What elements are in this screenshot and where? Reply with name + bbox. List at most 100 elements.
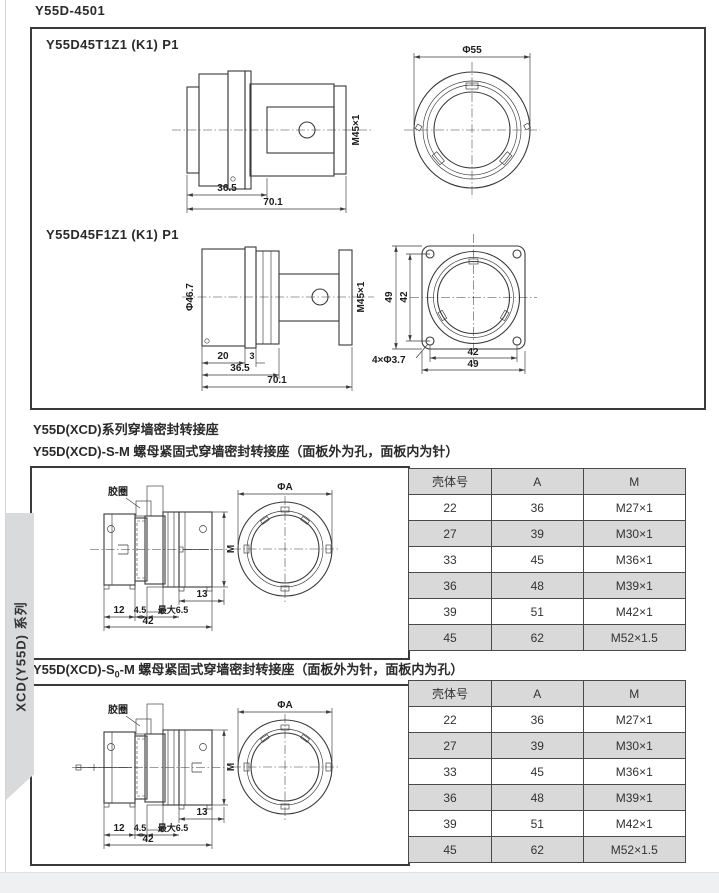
table-cell: M30×1	[582, 520, 686, 547]
table-cell: 62	[491, 836, 584, 863]
page-edge-divider	[5, 0, 6, 872]
dim-dia-a: ΦA	[277, 700, 292, 711]
table-cell: M27×1	[582, 706, 686, 733]
dim-dia-46-7: Φ46.7	[185, 283, 196, 311]
dim-dia-a: ΦA	[277, 482, 292, 493]
s0-m-title-prefix: Y55D(XCD)-S	[33, 662, 115, 677]
table-cell: 45	[491, 758, 584, 785]
column-header: 壳体号	[407, 468, 493, 495]
dim-thread-f1z1: M45×1	[356, 281, 367, 312]
s0-m-section-title: Y55D(XCD)-S0-M 螺母紧固式穿墙密封转接座（面板外为针，面板内为孔）	[33, 659, 463, 680]
table-cell: 62	[491, 624, 584, 651]
dim-3: 3	[249, 351, 254, 361]
s-m-section-title: Y55D(XCD)-S-M 螺母紧固式穿墙密封转接座（面板外为孔，面板内为针）	[33, 444, 459, 459]
dim-thread-m: M	[226, 763, 237, 771]
table-cell: 51	[491, 598, 584, 625]
table-cell: 36	[407, 784, 493, 811]
column-header: 壳体号	[407, 680, 493, 707]
s0-m-side-section: 胶圈	[72, 703, 237, 849]
column-header: A	[491, 468, 584, 495]
model-label-t1z1: Y55D45T1Z1 (K1) P1	[46, 37, 179, 52]
table-cell: M30×1	[582, 732, 686, 759]
dim-thread-t1z1: M45×1	[351, 114, 362, 145]
s0-m-front-view: ΦA	[232, 700, 338, 820]
dim-flange-42-h: 42	[467, 347, 479, 358]
table-cell: 45	[407, 624, 493, 651]
s-m-adapter-drawing: 胶圈	[90, 482, 338, 631]
table-cell: 36	[491, 494, 584, 521]
series-note: Y55D(XCD)系列穿墙密封转接座	[33, 422, 219, 437]
s-m-side-section: 胶圈	[90, 485, 237, 631]
s-m-adapter-panel: 胶圈	[30, 466, 410, 660]
table-cell: 27	[407, 520, 493, 547]
sidebar-series-tab-label: XCD(Y55D) 系列	[13, 601, 29, 712]
table-cell: 33	[407, 758, 493, 785]
dim-4-5: 4.5	[134, 823, 147, 833]
dim-flange-49-h: 49	[467, 359, 479, 370]
dim-thread-m: M	[226, 545, 237, 553]
table-cell: M36×1	[582, 758, 686, 785]
model-label-f1z1: Y55D45F1Z1 (K1) P1	[46, 227, 179, 242]
dim-max-6-5: 最大6.5	[158, 822, 189, 833]
table-cell: 27	[407, 732, 493, 759]
table-cell: M52×1.5	[582, 624, 686, 651]
table-cell: 45	[407, 836, 493, 863]
dim-36-5: 36.5	[217, 183, 237, 194]
column-header: M	[582, 680, 686, 707]
table-cell: 48	[491, 572, 584, 599]
table-cell: 39	[491, 732, 584, 759]
table-cell: M39×1	[582, 572, 686, 599]
page-footer-margin	[0, 872, 719, 893]
t1z1-side-view: M45×1 36.5 70.1	[172, 70, 372, 213]
dim-13: 13	[196, 589, 208, 600]
table-cell: 45	[491, 546, 584, 573]
dim-12: 12	[113, 823, 125, 834]
dim-4-5: 4.5	[134, 605, 147, 615]
dim-42: 42	[142, 616, 154, 627]
table-cell: M52×1.5	[582, 836, 686, 863]
page-title: Y55D-4501	[35, 3, 106, 18]
table-cell: 36	[407, 572, 493, 599]
table-cell: M36×1	[582, 546, 686, 573]
dim-flange-42-v: 42	[399, 291, 410, 303]
sidebar-series-tab: XCD(Y55D) 系列	[6, 513, 34, 800]
gasket-label: 胶圈	[108, 703, 128, 716]
table-cell: 22	[407, 494, 493, 521]
product-drawings-panel: Y55D45T1Z1 (K1) P1 Y55D45F1Z1 (K1) P1	[30, 27, 706, 410]
f1z1-flange-view: 49 42 42 49 4×Φ3.7	[372, 234, 537, 374]
dim-flange-49-v: 49	[384, 291, 395, 303]
s0-m-adapter-drawing: 胶圈	[72, 700, 338, 849]
s0-m-title-rest: -M 螺母紧固式穿墙密封转接座（面板外为针，面板内为孔）	[119, 662, 464, 677]
t1z1-f1z1-technical-drawing: M45×1 36.5 70.1	[172, 45, 540, 391]
column-header: A	[491, 680, 584, 707]
dim-dia-55: Φ55	[462, 45, 482, 56]
table-cell: 39	[491, 520, 584, 547]
f1z1-side-view: Φ46.7 M45×1 20 3	[182, 246, 374, 391]
table-cell: M39×1	[582, 784, 686, 811]
dim-mount-holes: 4×Φ3.7	[372, 355, 406, 366]
dim-20: 20	[217, 351, 229, 362]
table-cell: M27×1	[582, 494, 686, 521]
t1z1-front-view: Φ55	[404, 45, 540, 198]
s-m-front-view: ΦA	[232, 482, 338, 602]
gasket-label: 胶圈	[108, 485, 128, 498]
table-cell: 39	[407, 598, 493, 625]
table-cell: M42×1	[582, 810, 686, 837]
dim-42: 42	[142, 834, 154, 845]
table-cell: 33	[407, 546, 493, 573]
dim-12: 12	[113, 605, 125, 616]
table-cell: 22	[407, 706, 493, 733]
table-cell: 36	[491, 706, 584, 733]
